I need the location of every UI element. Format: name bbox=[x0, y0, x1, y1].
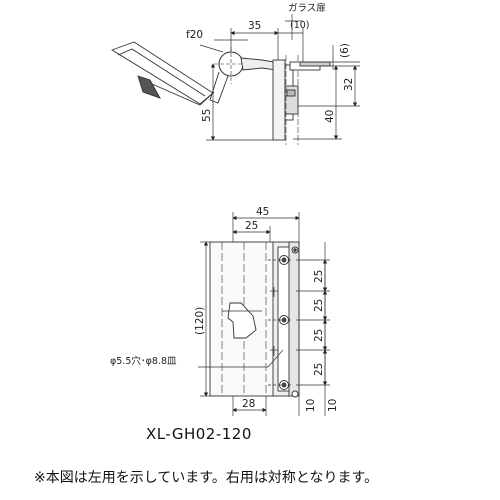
dim-25-c: 25 bbox=[313, 329, 325, 342]
footnote: ※本図は左用を示しています。右用は対称となります。 bbox=[34, 470, 379, 486]
hole-note: φ5.5穴･φ8.8皿 bbox=[110, 355, 177, 367]
dim-40: 40 bbox=[324, 110, 336, 123]
front-view bbox=[198, 212, 330, 416]
frame-section bbox=[272, 55, 331, 145]
dim-f20: f20 bbox=[186, 29, 203, 41]
dim-25-b: 25 bbox=[313, 299, 325, 312]
dim-35: 35 bbox=[248, 20, 261, 32]
dim-25-top: 25 bbox=[245, 220, 258, 232]
dim-25-d: 25 bbox=[313, 363, 325, 376]
top-dimension-lines bbox=[199, 14, 360, 141]
dim-28: 28 bbox=[242, 398, 255, 410]
dim-6: (6) bbox=[339, 43, 351, 58]
top-view bbox=[110, 14, 360, 145]
handle-profile bbox=[227, 302, 257, 339]
front-dimension-lines bbox=[198, 212, 330, 416]
dim-10-bottom: 10 bbox=[305, 399, 317, 412]
opened-door-outline bbox=[110, 41, 215, 106]
dim-10-bottom-b: 10 bbox=[327, 399, 339, 412]
dim-32: 32 bbox=[343, 78, 355, 91]
dim-10-top: (10) bbox=[290, 20, 310, 31]
glass-door-label: ガラス扉 bbox=[288, 2, 326, 14]
screw-marks bbox=[268, 259, 292, 386]
dim-25-a: 25 bbox=[313, 270, 325, 283]
dim-120: (120) bbox=[194, 307, 206, 335]
dim-45: 45 bbox=[256, 206, 269, 218]
dim-55: 55 bbox=[201, 109, 213, 122]
model-code: XL-GH02-120 bbox=[146, 425, 252, 443]
